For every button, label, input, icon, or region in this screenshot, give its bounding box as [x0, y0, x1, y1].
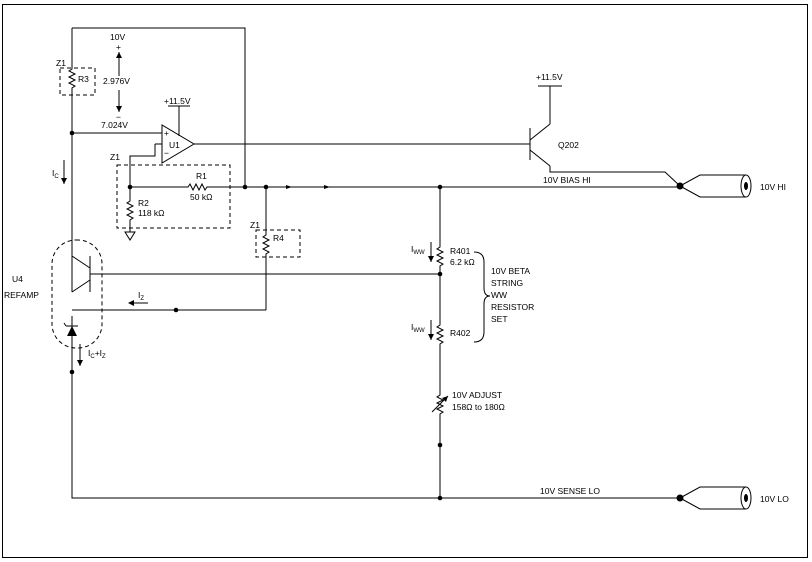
- adjust-label: 10V ADJUST: [452, 390, 502, 400]
- q202-supply-label: +11.5V: [536, 72, 563, 82]
- z1-r4-label: Z1: [250, 220, 260, 230]
- r1-value: 50 kΩ: [190, 192, 212, 202]
- bias-hi-label: 10V BIAS HI: [543, 175, 591, 185]
- beta-line4: RESISTOR: [491, 302, 534, 312]
- u1-supply-label: +11.5V: [164, 96, 191, 106]
- wires: [71, 27, 681, 499]
- z1-boxes: [51, 67, 301, 349]
- voltage-10v-label: 10V: [110, 32, 125, 42]
- ground-icon: [124, 231, 136, 241]
- out-lo-label: 10V LO: [760, 494, 789, 504]
- resistors: [67, 66, 449, 416]
- diagram-frame: [2, 4, 808, 558]
- coax-connector-lo-icon: [679, 486, 752, 510]
- curly-brace-icon: [473, 251, 491, 343]
- beta-line5: SET: [491, 314, 508, 324]
- out-hi-label: 10V HI: [760, 182, 786, 192]
- arrows: [61, 52, 434, 366]
- iww1-label: IWW: [411, 244, 425, 256]
- r402-resistor-icon: [435, 322, 445, 346]
- icz-label: IC+IZ: [88, 348, 106, 360]
- minus-sign: −: [116, 112, 121, 122]
- q202-label: Q202: [558, 140, 579, 150]
- u1-opamp-icon: [161, 124, 195, 164]
- r2-label: R2: [138, 198, 149, 208]
- z1-r3-label: Z1: [56, 58, 66, 68]
- r3-resistor-icon: [67, 66, 77, 90]
- z1-r1r2-label: Z1: [110, 152, 120, 162]
- r401-label: R401: [450, 246, 471, 256]
- r3-label: R3: [78, 74, 89, 84]
- refamp-label: REFAMP: [4, 290, 39, 300]
- adjust-range: 158Ω to 180Ω: [452, 402, 505, 412]
- u1-minus: −: [164, 148, 169, 158]
- u4-label: U4: [12, 274, 23, 284]
- beta-line3: WW: [491, 290, 507, 300]
- sense-lo-label: 10V SENSE LO: [540, 486, 600, 496]
- r1-resistor-icon: [185, 182, 210, 192]
- iz-label: IZ: [138, 290, 144, 302]
- coax-connector-hi-icon: [679, 174, 752, 198]
- labels: Z1 R3 10V + 2.976V − 7.024V +11.5V U1 + …: [4, 32, 789, 504]
- iww2-label: IWW: [411, 322, 425, 334]
- r401-resistor-icon: [435, 244, 445, 268]
- zener-diode-icon: [63, 322, 78, 336]
- r401-value: 6.2 kΩ: [450, 257, 475, 267]
- beta-line2: STRING: [491, 278, 523, 288]
- r4-resistor-icon: [261, 232, 271, 256]
- voltage-2976-label: 2.976V: [103, 76, 130, 86]
- r1-label: R1: [196, 171, 207, 181]
- junction-dots: [69, 130, 684, 502]
- beta-line1: 10V BETA: [491, 266, 530, 276]
- u1-plus: +: [164, 128, 169, 138]
- r2-resistor-icon: [125, 198, 135, 222]
- adjust-arrowhead-icon: [442, 396, 448, 402]
- ic-label: IC: [52, 168, 59, 180]
- r4-label: R4: [273, 233, 284, 243]
- r402-label: R402: [450, 328, 471, 338]
- voltage-7024-label: 7.024V: [101, 120, 128, 130]
- plus-sign: +: [116, 42, 121, 52]
- r2-value: 118 kΩ: [138, 208, 165, 218]
- u1-label: U1: [169, 140, 180, 150]
